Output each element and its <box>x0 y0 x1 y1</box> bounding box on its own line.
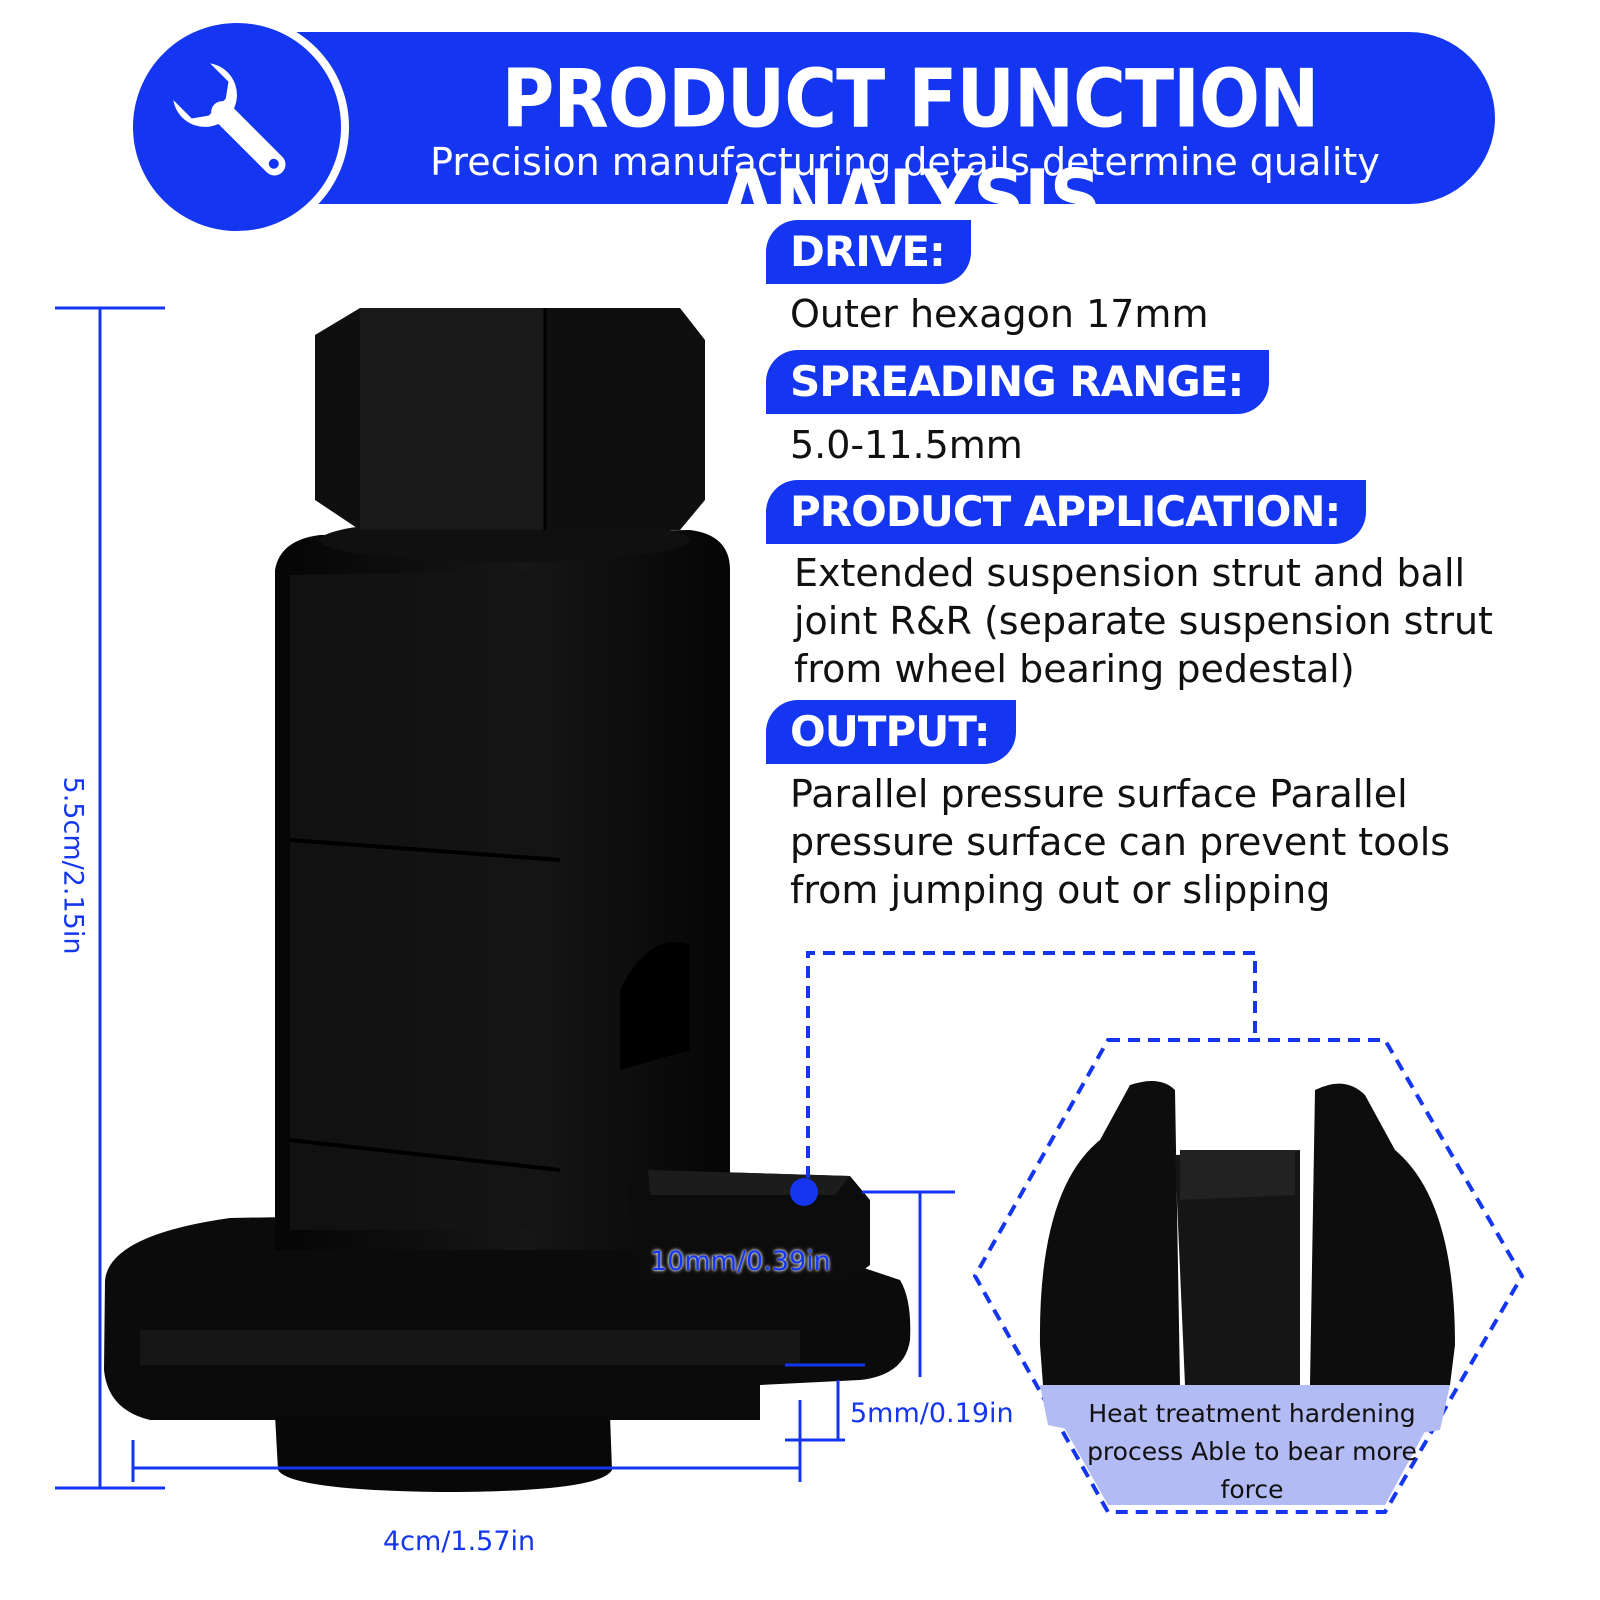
spec-text-drive: Outer hexagon 17mm <box>790 292 1209 336</box>
dimension-height-label: 5.5cm/2.15in <box>57 776 89 955</box>
spec-label-application: PRODUCT APPLICATION: <box>766 480 1367 544</box>
page-title: PRODUCT FUNCTION ANALYSIS <box>501 51 1320 247</box>
spec-label-drive: DRIVE: <box>766 220 971 284</box>
dimension-tip-label: 10mm/0.39in <box>650 1246 831 1277</box>
spec-text-spreading-range: 5.0-11.5mm <box>790 423 1023 467</box>
detail-caption: Heat treatment hardening process Able to… <box>1087 1399 1417 1504</box>
wrench-badge <box>125 15 349 239</box>
page-subtitle: Precision manufacturing details determin… <box>430 140 1380 184</box>
callout-dot <box>790 1178 818 1206</box>
dimension-lines <box>55 306 955 1490</box>
spec-text-output: Parallel pressure surface Parallel press… <box>790 772 1451 912</box>
dimension-width-label: 4cm/1.57in <box>383 1526 536 1557</box>
callout-connector <box>806 951 1257 1178</box>
hex-drive-head <box>315 308 705 562</box>
spec-text-application: Extended suspension strut and ball joint… <box>794 551 1493 691</box>
spec-label-spreading-range: SPREADING RANGE: <box>766 350 1270 414</box>
header-banner <box>225 32 1495 204</box>
detail-inset <box>972 1038 1525 1514</box>
dimension-thickness-label: 5mm/0.19in <box>850 1398 1014 1429</box>
spec-label-output: OUTPUT: <box>766 700 1016 764</box>
tool-body <box>275 530 730 1250</box>
